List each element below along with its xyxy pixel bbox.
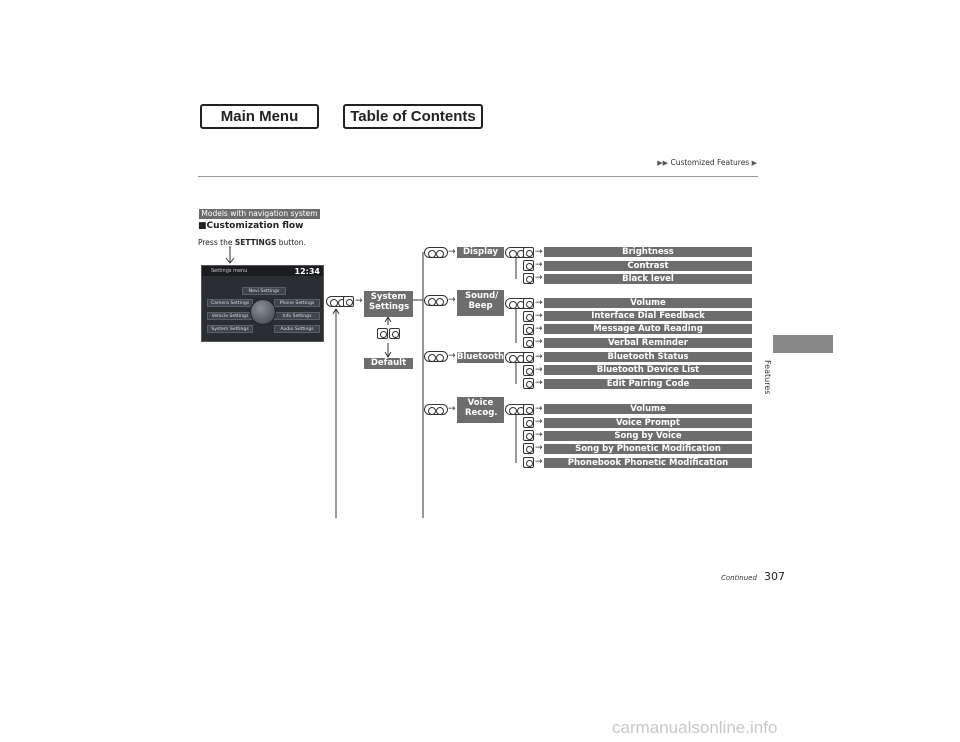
arrow-right-icon: → [535,337,543,347]
rotate-dial-icon [424,404,448,415]
option-voice-prompt: Voice Prompt [544,418,752,428]
continued-label: Continued [721,574,757,582]
press-icon [523,260,534,271]
arrow-right-icon: → [535,311,543,321]
press-icon [377,328,388,339]
square-bullet-icon: ■ [198,221,207,231]
model-tag: Models with navigation system [199,209,320,219]
press-icon [523,352,534,363]
arrow-right-icon: → [535,260,543,270]
arrow-icon: ▶ [751,159,757,167]
option-black-level: Black level [544,274,752,284]
arrow-right-icon: → [448,351,456,361]
settings-menu-screen: Settings menu 12:34 Navi Settings Camera… [201,265,324,342]
rotate-dial-icon [424,247,448,258]
option-bluetooth-device-list: Bluetooth Device List [544,365,752,375]
option-contrast: Contrast [544,261,752,271]
arrow-right-icon: → [535,404,543,414]
rotate-dial-icon [505,298,529,309]
press-icon [523,457,534,468]
arrow-right-icon: → [535,324,543,334]
option-song-by-voice: Song by Voice [544,431,752,441]
option-voice-volume: Volume [544,404,752,414]
arrow-right-icon: → [448,295,456,305]
arrow-right-icon: → [535,443,543,453]
press-icon [523,247,534,258]
screen-title: Settings menu [211,268,248,274]
option-song-by-phonetic-modification: Song by Phonetic Modification [544,444,752,454]
press-icon [523,404,534,415]
screen-option: Audio Settings [274,325,320,333]
system-settings-box: System Settings [364,291,413,317]
press-icon [523,324,534,335]
instruction-suffix: button. [278,238,306,247]
screen-option: Navi Settings [242,287,286,295]
category-sound-beep: Sound/ Beep [457,290,504,316]
section-title-text: Customization flow [206,221,304,231]
default-box: Default [364,358,413,369]
header-rule [198,176,758,177]
settings-button-name: SETTINGS [234,238,277,247]
category-display: Display [457,247,504,258]
section-side-label: Features [763,360,772,395]
screen-clock: 12:34 [294,267,320,276]
rotate-dial-icon [326,296,350,307]
instruction-text: Press the SETTINGS button. [198,238,306,247]
rotate-dial-icon [424,351,448,362]
rotate-dial-icon [424,295,448,306]
watermark: carmanualsonline.info [612,718,778,737]
press-icon [389,328,400,339]
arrow-right-icon: → [535,378,543,388]
press-icon [523,365,534,376]
breadcrumb: ▶▶ Customized Features ▶ [600,158,757,167]
screen-option: System Settings [207,325,253,333]
press-icon [523,273,534,284]
option-bluetooth-status: Bluetooth Status [544,352,752,362]
interface-dial-icon [250,299,276,325]
instruction-prefix: Press the [198,238,233,247]
option-interface-dial-feedback: Interface Dial Feedback [544,311,752,321]
arrow-right-icon: → [535,273,543,283]
screen-status-bar [202,266,323,276]
arrow-right-icon: → [535,365,543,375]
arrow-right-icon: → [355,296,363,306]
arrow-right-icon: → [535,352,543,362]
press-icon [523,311,534,322]
press-icon [523,417,534,428]
breadcrumb-label[interactable]: Customized Features [670,158,750,167]
category-bluetooth: Bluetooth [457,352,505,363]
option-edit-pairing-code: Edit Pairing Code [544,379,752,389]
arrow-right-icon: → [535,430,543,440]
arrow-right-icon: → [535,298,543,308]
arrow-right-icon: → [448,404,456,414]
section-title: ■Customization flow [198,221,303,231]
option-message-auto-reading: Message Auto Reading [544,324,752,334]
option-volume: Volume [544,298,752,308]
double-arrow-icon: ▶▶ [657,159,669,167]
main-menu-button[interactable]: Main Menu [200,104,319,129]
section-side-tab [773,335,833,353]
screen-option: Phone Settings [274,299,320,307]
arrow-right-icon: → [535,247,543,257]
press-icon [343,296,354,307]
press-icon [523,443,534,454]
option-phonebook-phonetic-modification: Phonebook Phonetic Modification [544,458,752,468]
table-of-contents-button[interactable]: Table of Contents [343,104,483,129]
arrow-right-icon: → [535,417,543,427]
arrow-right-icon: → [448,247,456,257]
press-icon [523,298,534,309]
press-icon [523,337,534,348]
press-icon [523,378,534,389]
category-voice-recog: Voice Recog. [457,397,504,423]
arrow-right-icon: → [535,457,543,467]
option-verbal-reminder: Verbal Reminder [544,338,752,348]
press-icon [523,430,534,441]
page-number: 307 [764,570,785,583]
option-brightness: Brightness [544,247,752,257]
